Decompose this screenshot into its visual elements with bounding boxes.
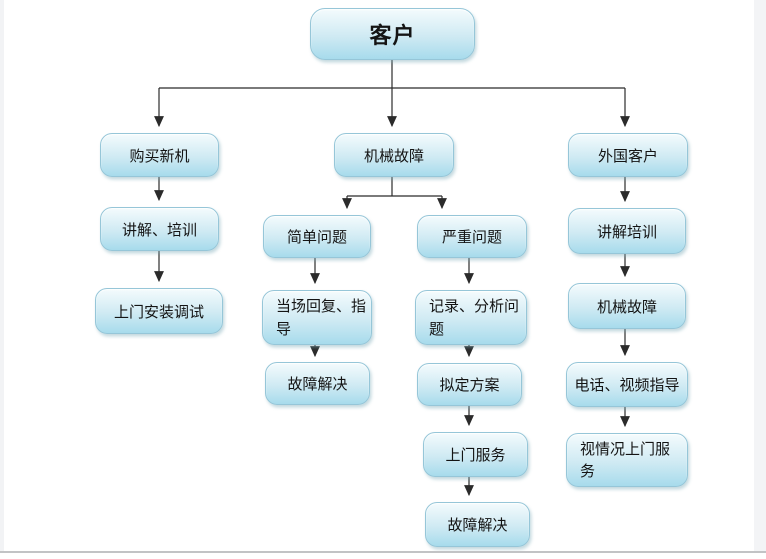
- node-customer: 客户: [310, 8, 475, 60]
- node-record-analyze-problem: 记录、分析问 题: [415, 290, 527, 345]
- page-left-edge: [0, 0, 4, 551]
- node-mechanical-fault-foreign: 机械故障: [568, 283, 686, 329]
- node-serious-problem: 严重问题: [417, 215, 527, 258]
- node-explain-training-foreign: 讲解培训: [568, 208, 686, 254]
- page-bottom-divider: [0, 551, 766, 553]
- node-onsite-reply-guidance: 当场回复、指 导: [262, 290, 372, 345]
- node-foreign-customer: 外国客户: [568, 133, 688, 177]
- node-draft-plan: 拟定方案: [417, 363, 522, 406]
- node-onsite-service: 上门服务: [423, 432, 528, 477]
- node-phone-video-guidance: 电话、视频指导: [566, 362, 688, 407]
- node-mechanical-fault: 机械故障: [334, 133, 454, 177]
- node-fault-resolved-serious: 故障解决: [425, 502, 530, 547]
- page-right-edge: [754, 0, 766, 551]
- node-buy-new-machine: 购买新机: [100, 133, 219, 177]
- node-fault-resolved-simple: 故障解决: [265, 362, 370, 405]
- node-simple-problem: 简单问题: [263, 215, 371, 258]
- node-onsite-install-debug: 上门安装调试: [95, 288, 223, 334]
- node-explain-training: 讲解、培训: [100, 207, 219, 251]
- node-conditional-onsite-service: 视情况上门服 务: [566, 433, 688, 487]
